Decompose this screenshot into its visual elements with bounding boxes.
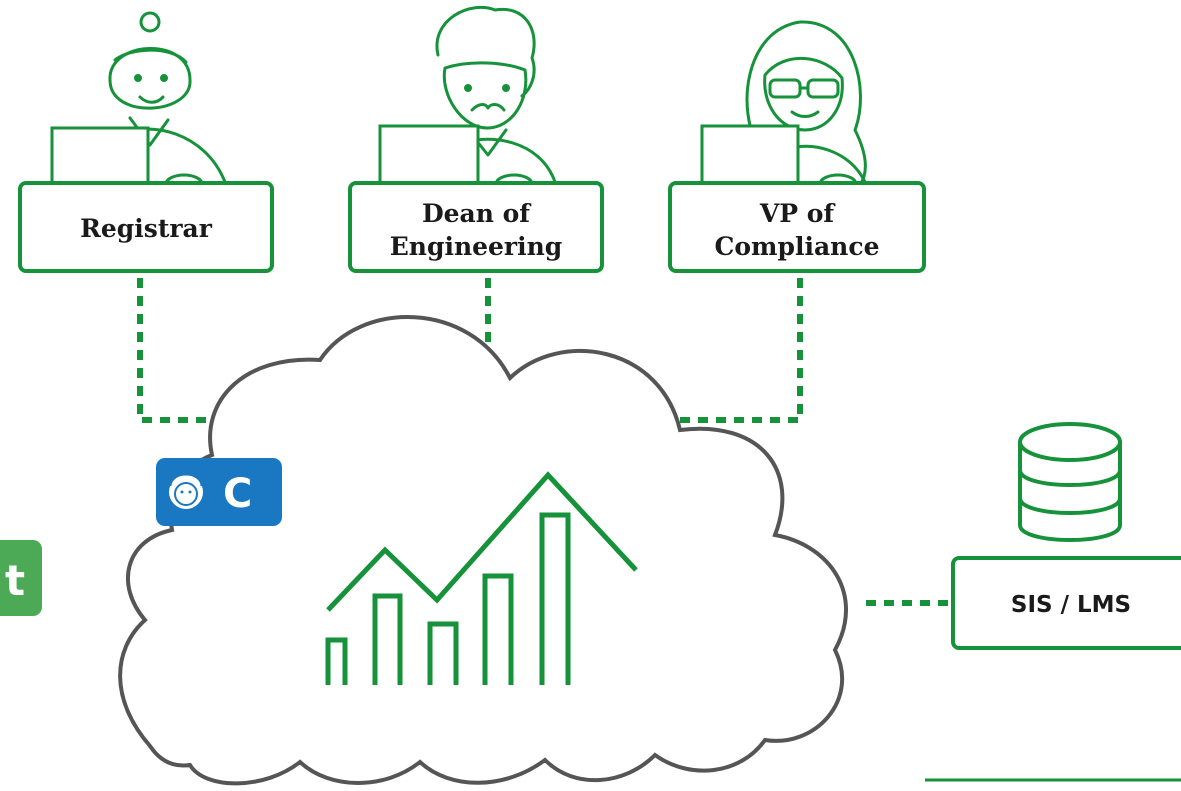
role-label-registrar: Registrar xyxy=(80,214,213,243)
role-label-dean-line1: Dean of xyxy=(422,199,532,228)
laptop-icon xyxy=(700,124,800,188)
role-box-registrar xyxy=(18,181,274,273)
chart-bar-5 xyxy=(539,512,571,685)
role-box-dean xyxy=(348,181,604,273)
role-label-dean-line2: Engineering xyxy=(390,232,563,261)
person-with-mustache-icon xyxy=(435,5,557,195)
role-label-vp-line1: VP of xyxy=(759,199,837,228)
avatar-icon xyxy=(168,472,204,509)
chart-bar-2 xyxy=(372,593,403,685)
trend-line xyxy=(326,471,638,612)
role-vp: VP of Compliance xyxy=(668,20,926,273)
role-dean: Dean of Engineering xyxy=(348,5,604,273)
role-box-vp xyxy=(668,181,926,273)
chart-bar-3 xyxy=(427,621,459,685)
app-badge: C xyxy=(156,458,282,526)
laptop-icon xyxy=(378,124,480,188)
chart-bar-4 xyxy=(482,573,514,685)
chart-bar-1 xyxy=(325,637,348,685)
connector-vp xyxy=(662,278,803,423)
role-label-vp-line2: Compliance xyxy=(714,232,879,261)
system-sis-lms: SIS / LMS xyxy=(951,422,1181,650)
laptop-icon xyxy=(50,126,150,190)
connector-registrar xyxy=(137,278,228,423)
edge-badge: t xyxy=(0,540,42,616)
growth-chart-icon xyxy=(325,471,638,685)
database-icon xyxy=(1018,422,1122,542)
badge-letter: C xyxy=(223,471,252,517)
system-label: SIS / LMS xyxy=(1011,592,1131,618)
edge-badge-letter: t xyxy=(5,556,25,605)
connectors xyxy=(137,278,952,606)
role-registrar: Registrar xyxy=(18,11,274,273)
system-box xyxy=(951,556,1181,650)
